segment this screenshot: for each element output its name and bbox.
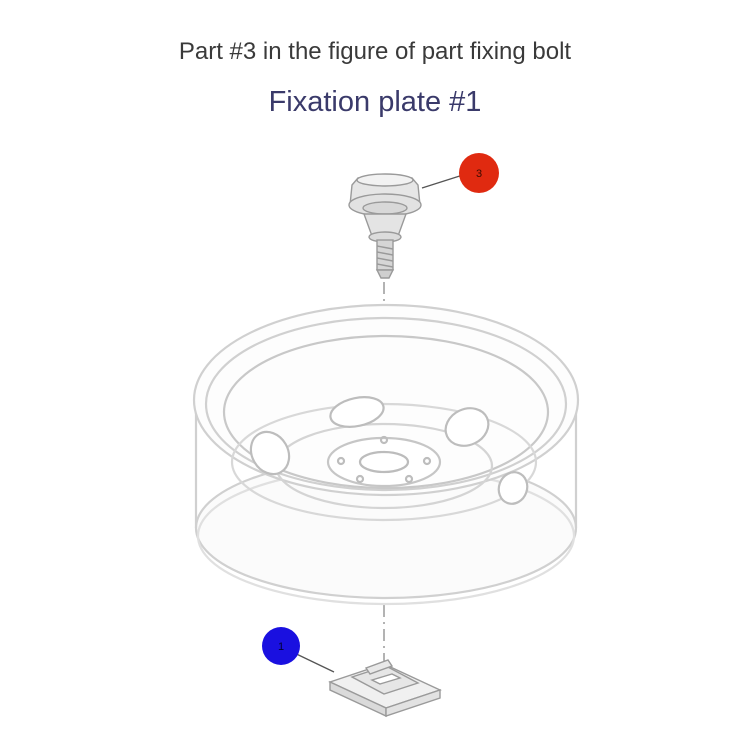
wheel-rim [192, 303, 580, 606]
fixation-plate [328, 659, 442, 718]
callout-circle-1 [262, 627, 300, 665]
callout-label-1: 1 [278, 641, 284, 653]
callout-badge-3: 3 [459, 153, 499, 193]
callout-circle-3 [459, 153, 499, 193]
callout-badge-1: 1 [262, 627, 300, 665]
caption-fixation-plate: Fixation plate #1 [268, 86, 482, 118]
callout-label-3: 3 [476, 168, 482, 180]
caption-part-3: Part #3 in the figure of part fixing bol… [178, 38, 572, 65]
fixing-bolt [348, 173, 422, 279]
